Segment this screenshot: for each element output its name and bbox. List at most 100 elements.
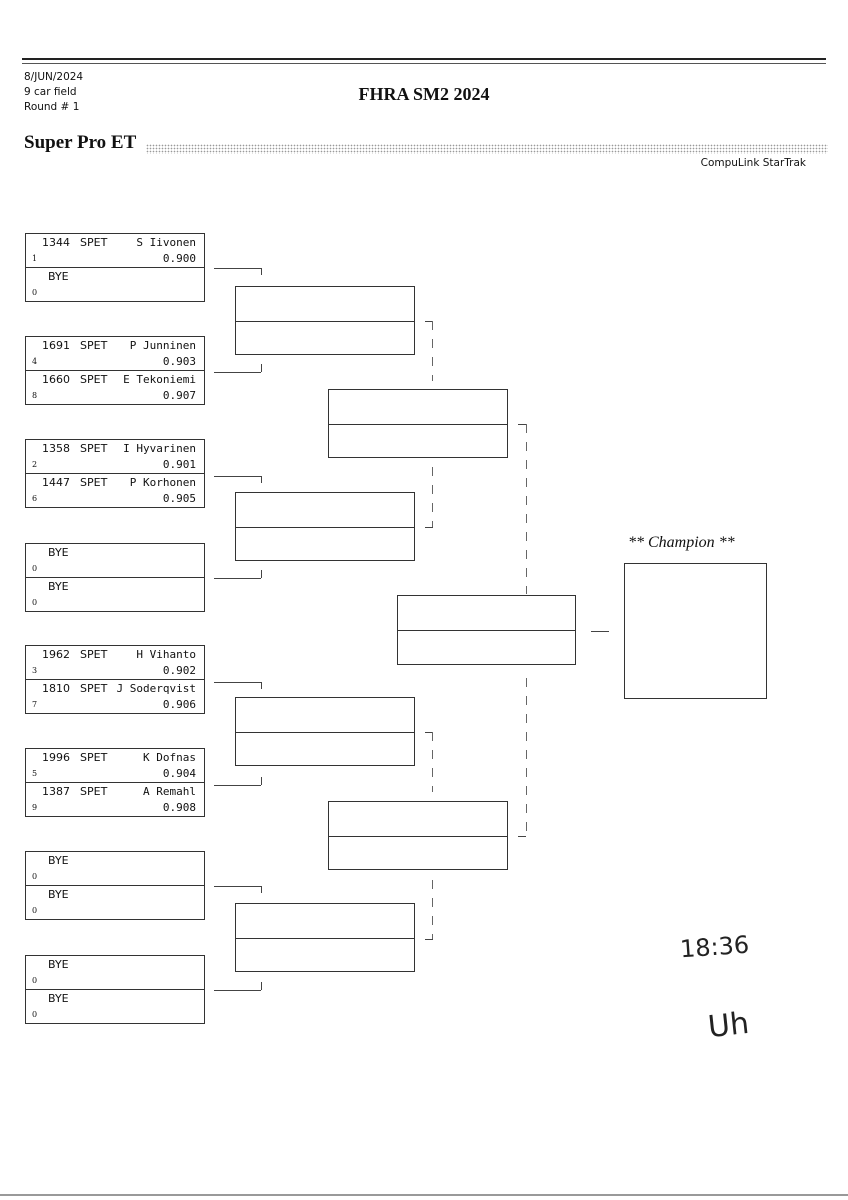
seed-number: 4 (32, 357, 38, 366)
seed-number: 3 (32, 666, 38, 675)
connector (261, 777, 262, 785)
class-code: SPET (80, 682, 108, 695)
connector (261, 682, 262, 689)
seed-number: 0 (32, 288, 38, 297)
class-code: SPET (80, 648, 108, 661)
connector (261, 570, 262, 578)
round2-box-1 (235, 286, 415, 355)
top-rule-thin (22, 63, 826, 64)
connector (526, 678, 527, 836)
car-number: 1447 (42, 476, 70, 489)
connector (261, 886, 262, 893)
reaction-time: 0.900 (162, 252, 196, 265)
car-number: 1996 (42, 751, 70, 764)
connector (432, 467, 433, 527)
bye-label: BYE (48, 958, 69, 971)
seed-number: 0 (32, 872, 38, 881)
seed-number: 7 (32, 700, 38, 709)
class-name: Super Pro ET (24, 132, 137, 153)
champion-box (624, 563, 767, 699)
driver-name: S Iivonen (136, 236, 196, 249)
handwritten-initials: Uh (706, 1005, 751, 1046)
racer-slot: BYE 0 (26, 956, 204, 990)
software-name: CompuLink StarTrak (700, 157, 806, 169)
driver-name: P Korhonen (129, 476, 196, 489)
round2-box-3 (235, 697, 415, 766)
driver-name: I Hyvarinen (123, 442, 196, 455)
bye-label: BYE (48, 580, 69, 593)
connector (518, 836, 526, 837)
top-rule (22, 58, 826, 60)
reaction-time: 0.901 (162, 458, 196, 471)
connector (214, 682, 261, 683)
connector (432, 321, 433, 381)
driver-name: A Remahl (143, 785, 196, 798)
reaction-time: 0.906 (162, 698, 196, 711)
driver-name: K Dofnas (143, 751, 196, 764)
round-text: Round # 1 (24, 101, 80, 113)
class-code: SPET (80, 476, 108, 489)
seed-number: 0 (32, 598, 38, 607)
class-code: SPET (80, 373, 108, 386)
connector (261, 476, 262, 483)
driver-name: E Tekoniemi (123, 373, 196, 386)
handwritten-time: 18:36 (679, 930, 751, 964)
bye-label: BYE (48, 888, 69, 901)
car-number: 1810 (42, 682, 70, 695)
reaction-time: 0.902 (162, 664, 196, 677)
champion-label: ** Champion ** (628, 534, 735, 551)
reaction-time: 0.907 (162, 389, 196, 402)
class-code: SPET (80, 339, 108, 352)
reaction-time: 0.905 (162, 492, 196, 505)
seed-number: 6 (32, 494, 38, 503)
connector (214, 785, 261, 786)
class-code: SPET (80, 751, 108, 764)
car-number: 1344 (42, 236, 70, 249)
class-code: SPET (80, 236, 108, 249)
seed-number: 0 (32, 976, 38, 985)
seed-number: 0 (32, 1010, 38, 1019)
connector (591, 631, 609, 632)
bye-label: BYE (48, 854, 69, 867)
dotted-fill (146, 144, 828, 154)
round3-box-1 (328, 389, 508, 458)
seed-number: 8 (32, 391, 38, 400)
seed-number: 1 (32, 254, 38, 263)
header-info: 8/JUN/2024 9 car field Round # 1 (24, 70, 83, 115)
round2-box-4 (235, 903, 415, 972)
reaction-time: 0.904 (162, 767, 196, 780)
bye-label: BYE (48, 270, 69, 283)
connector (214, 990, 261, 991)
car-number: 1691 (42, 339, 70, 352)
car-number: 1962 (42, 648, 70, 661)
class-code: SPET (80, 442, 108, 455)
seed-number: 5 (32, 769, 38, 778)
racer-slot: 1447 SPET P Korhonen 0.905 6 (26, 474, 204, 508)
connector (214, 578, 261, 579)
connector (425, 527, 433, 528)
round2-box-2 (235, 492, 415, 561)
connector (425, 732, 433, 733)
connector (214, 886, 261, 887)
racer-slot: 1344 SPET S Iivonen 0.900 1 (26, 234, 204, 268)
racer-slot: BYE 0 (26, 578, 204, 612)
event-title: FHRA SM2 2024 (358, 84, 490, 104)
car-number: 1387 (42, 785, 70, 798)
racer-slot: BYE 0 (26, 852, 204, 886)
